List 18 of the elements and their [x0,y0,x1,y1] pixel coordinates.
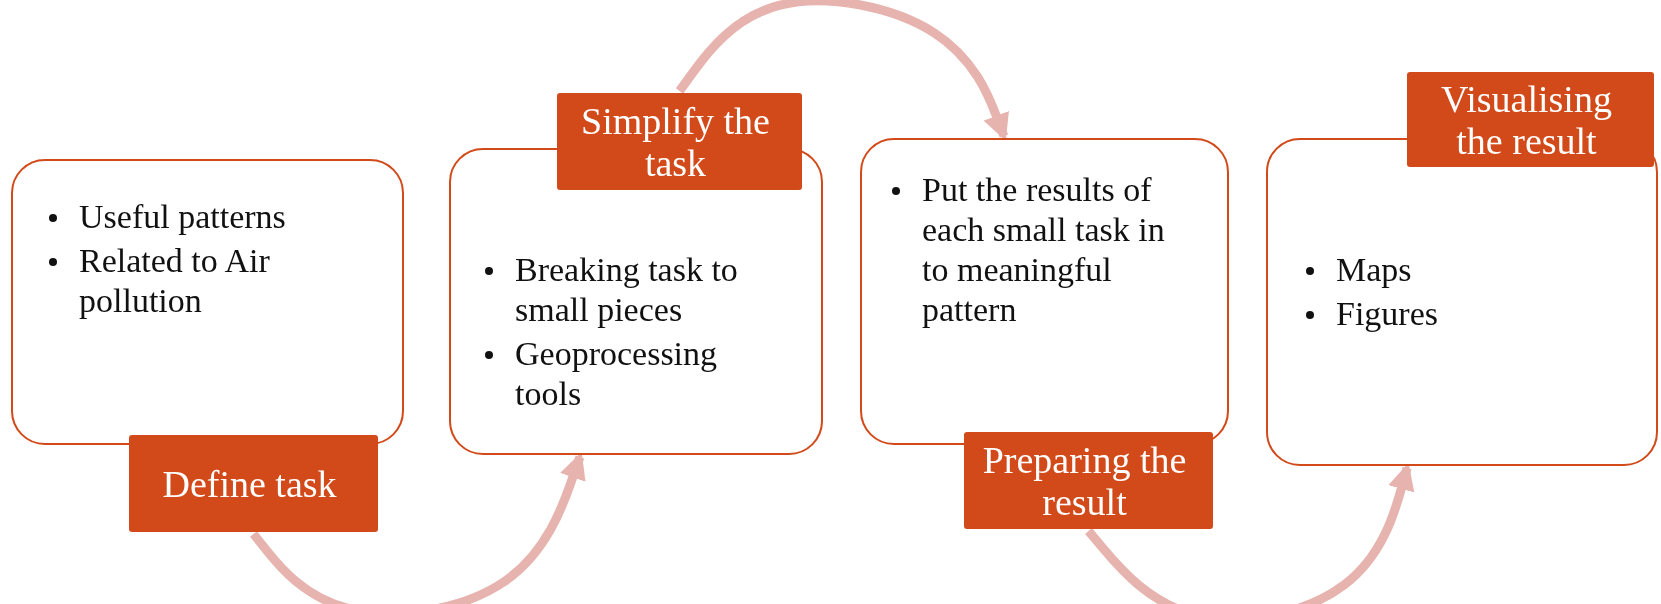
content-card [449,148,823,455]
bullet-text: Breaking task to small pieces [515,251,738,328]
bullet-text: Useful patterns [79,198,286,235]
title-tab [964,432,1213,529]
title-tab [129,435,378,532]
content-card [860,138,1229,445]
bullet-text: Maps [1336,251,1412,288]
title-tab [1407,72,1654,167]
tab-title: Simplify the task [580,99,771,184]
bullet-text: Figures [1336,295,1438,332]
tab-title: Visualising the result [1440,77,1613,162]
tab-title: Preparing the result [981,438,1188,523]
content-card [11,159,404,445]
bullet-text: Geoprocessing tools [515,335,718,412]
tab-title: Define task [162,462,337,505]
bullet-text: Related to Air pollution [79,242,270,319]
title-tab [557,93,802,190]
bullet-text: Put the results of each small task in to meaningful pattern [922,171,1165,328]
